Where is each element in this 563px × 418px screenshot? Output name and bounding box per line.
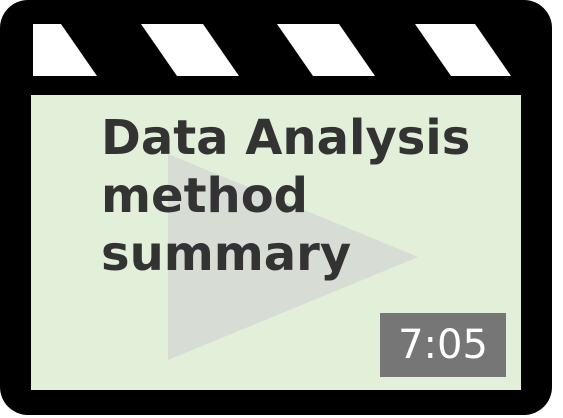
clapperboard-stripes <box>33 24 517 76</box>
video-title-line: Data Analysis <box>101 110 471 166</box>
play-icon <box>168 154 418 360</box>
video-thumbnail[interactable]: Data Analysis method summary 7:05 <box>0 0 552 415</box>
thumbnail-screen: Data Analysis method summary 7:05 <box>31 95 521 390</box>
clapper-stripe <box>277 24 375 76</box>
clapper-stripe <box>415 24 511 76</box>
duration-badge: 7:05 <box>380 313 506 377</box>
video-title-line: method <box>101 168 309 224</box>
video-title-line: summary <box>101 226 352 282</box>
clapper-stripe <box>141 24 239 76</box>
clapper-stripe <box>33 24 97 76</box>
video-title: Data Analysis method summary <box>101 109 501 283</box>
